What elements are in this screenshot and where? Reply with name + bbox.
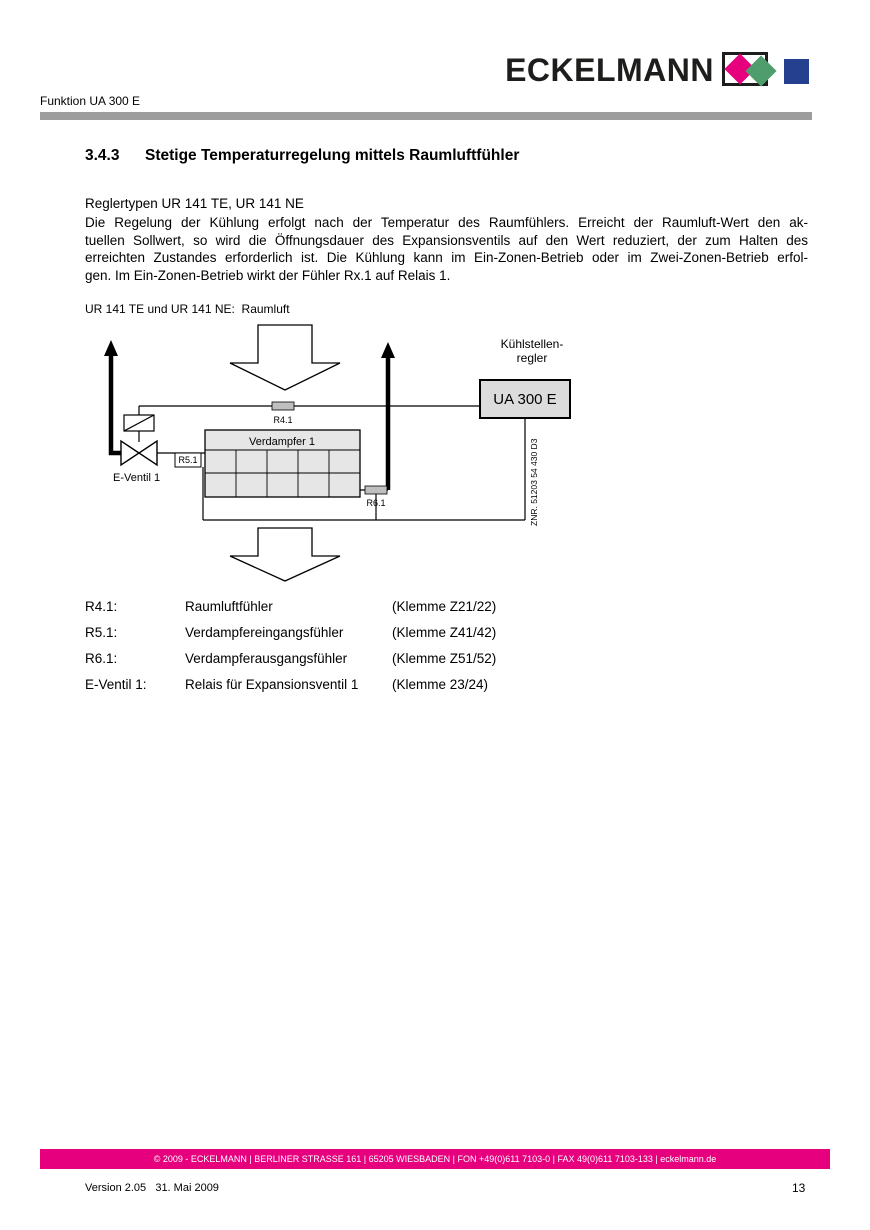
sensor-r41-icon <box>271 401 295 411</box>
legend-klemme: (Klemme Z51/52) <box>392 651 497 666</box>
legend-row: R5.1: Verdampfereingangsfühler (Klemme Z… <box>85 625 496 640</box>
controller-types-line: Reglertypen UR 141 TE, UR 141 NE <box>85 196 304 211</box>
paragraph-line: gen. Im Ein-Zonen-Betrieb wirkt der Fühl… <box>85 267 451 283</box>
diagram-canvas: Kühlstellen- regler UA 300 E E-Ventil 1 … <box>104 324 571 582</box>
eckelmann-logo: ECKELMANN <box>505 50 814 90</box>
airflow-arrow-top-icon <box>229 324 341 391</box>
legend-row: R6.1: Verdampferausgangsfühler (Klemme Z… <box>85 651 496 666</box>
sensor-r41-label: R4.1 <box>273 415 292 425</box>
legend-code: E-Ventil 1: <box>85 677 147 692</box>
expansion-valve-left-icon <box>120 439 141 467</box>
pipe-arrow-left-icon <box>104 340 118 356</box>
controller-label-line1: Kühlstellen- <box>501 337 564 351</box>
paragraph-line: tuellen Sollwert, so wird die Öffnungsda… <box>85 232 808 248</box>
page-number: 13 <box>792 1181 806 1195</box>
footer-copyright-bar: © 2009 - ECKELMANN | BERLINER STRASSE 16… <box>40 1149 830 1169</box>
logo-mark-icon <box>722 50 814 90</box>
legend-row: R4.1: Raumluftfühler (Klemme Z21/22) <box>85 599 496 614</box>
footer-copyright-text: © 2009 - ECKELMANN | BERLINER STRASSE 16… <box>153 1154 717 1164</box>
legend-klemme: (Klemme Z41/42) <box>392 625 497 640</box>
paragraph-line: erreichten Zustandes erforderlich ist. D… <box>85 250 808 266</box>
evaporator-label: Verdampfer 1 <box>249 436 315 448</box>
solenoid-coil-diagonal <box>123 414 155 432</box>
legend-code: R4.1: <box>85 599 118 614</box>
controller-box <box>479 379 571 419</box>
section-heading: 3.4.3 Stetige Temperaturregelung mittels… <box>85 147 519 165</box>
sensor-r51-icon <box>174 452 202 468</box>
section-number: 3.4.3 <box>85 147 120 164</box>
controller-label-line2: regler <box>517 351 548 365</box>
pipe-left <box>108 354 121 456</box>
legend: R4.1: Raumluftfühler (Klemme Z21/22) R5.… <box>85 599 496 703</box>
footer-version: Version 2.05 31. Mai 2009 <box>85 1182 219 1194</box>
legend-klemme: (Klemme Z21/22) <box>392 599 497 614</box>
wire-sensor-loop <box>202 418 526 521</box>
controller-box-label: UA 300 E <box>493 391 556 408</box>
legend-code: R6.1: <box>85 651 118 666</box>
pipe-arrow-right-icon <box>381 342 395 358</box>
legend-desc: Relais für Expansionsventil 1 <box>185 677 359 692</box>
logo-blue-square-icon <box>784 59 809 84</box>
logo-wordmark: ECKELMANN <box>505 51 714 88</box>
paragraph-line: Die Regelung der Kühlung erfolgt nach de… <box>85 215 808 230</box>
expansion-valve-right-icon <box>137 439 158 467</box>
legend-row: E-Ventil 1: Relais für Expansionsventil … <box>85 677 496 692</box>
diagram-caption: UR 141 TE und UR 141 NE: Raumluft <box>85 302 290 316</box>
valve-label: E-Ventil 1 <box>113 472 160 484</box>
section-title: Stetige Temperaturregelung mittels Rauml… <box>145 147 520 164</box>
evaporator-grid <box>205 449 360 497</box>
legend-code: R5.1: <box>85 625 118 640</box>
sensor-r51-label: R5.1 <box>178 455 197 465</box>
sensor-r61-icon <box>364 485 388 495</box>
legend-desc: Raumluftfühler <box>185 599 273 614</box>
sensor-r61-label: R6.1 <box>366 498 385 508</box>
evaporator-box <box>204 429 361 498</box>
airflow-arrow-bottom-icon <box>229 527 341 582</box>
legend-desc: Verdampfereingangsfühler <box>185 625 344 640</box>
body-paragraph: Die Regelung der Kühlung erfolgt nach de… <box>85 214 808 284</box>
schematic-diagram: UR 141 TE und UR 141 NE: Raumluft Kühlst… <box>85 300 645 592</box>
header-rule <box>40 112 812 120</box>
legend-klemme: (Klemme 23/24) <box>392 677 489 692</box>
legend-desc: Verdampferausgangsfühler <box>185 651 348 666</box>
doc-header-title: Funktion UA 300 E <box>40 94 141 108</box>
drawing-number: ZNR. 51203 54 430 D3 <box>529 438 539 526</box>
